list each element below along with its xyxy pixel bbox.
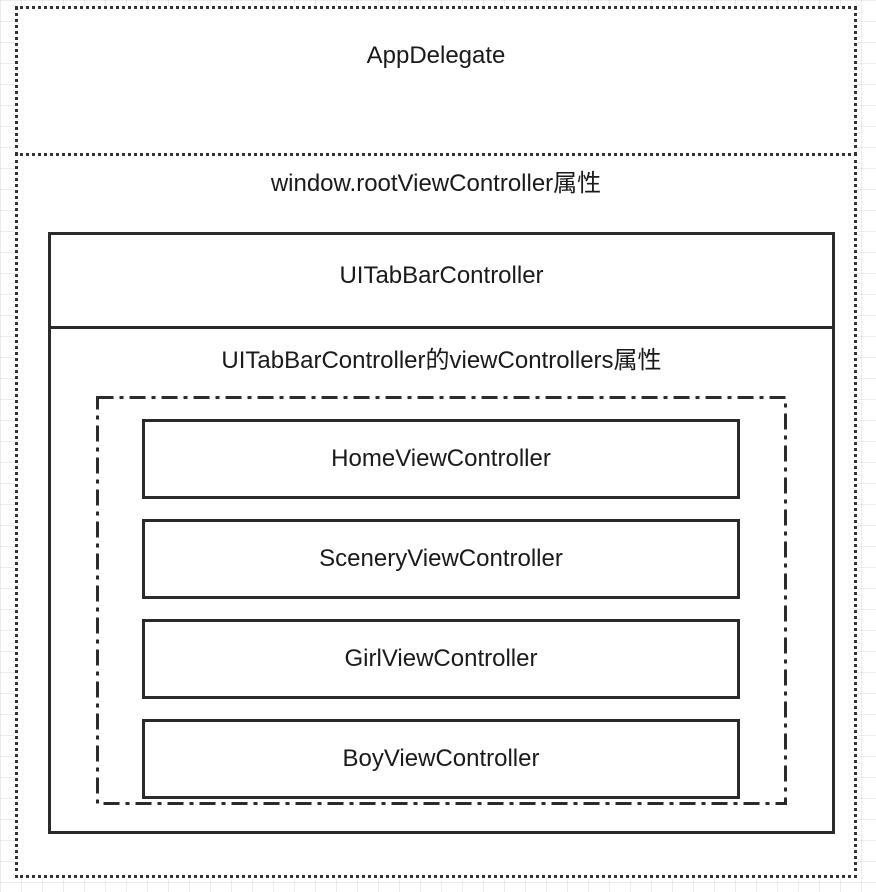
appdelegate-label: AppDelegate xyxy=(366,42,506,69)
boy-view-controller-label: BoyViewController xyxy=(342,745,540,772)
tabbar-controller-box: UITabBarController xyxy=(48,232,835,329)
tabbar-controller-label: UITabBarController xyxy=(339,262,544,289)
view-controllers-property-label: UITabBarController的viewControllers属性 xyxy=(221,347,662,374)
boy-view-controller-box: BoyViewController xyxy=(142,719,740,799)
girl-view-controller-box: GirlViewController xyxy=(142,619,740,699)
home-view-controller-label: HomeViewController xyxy=(331,445,551,472)
scenery-view-controller-box: SceneryViewController xyxy=(142,519,740,599)
girl-view-controller-label: GirlViewController xyxy=(344,645,538,672)
window-root-view-controller-label: window.rootViewController属性 xyxy=(270,170,602,197)
appdelegate-box: AppDelegate xyxy=(15,6,857,156)
scenery-view-controller-label: SceneryViewController xyxy=(319,545,563,572)
home-view-controller-box: HomeViewController xyxy=(142,419,740,499)
view-controllers-group-frame xyxy=(96,396,787,805)
